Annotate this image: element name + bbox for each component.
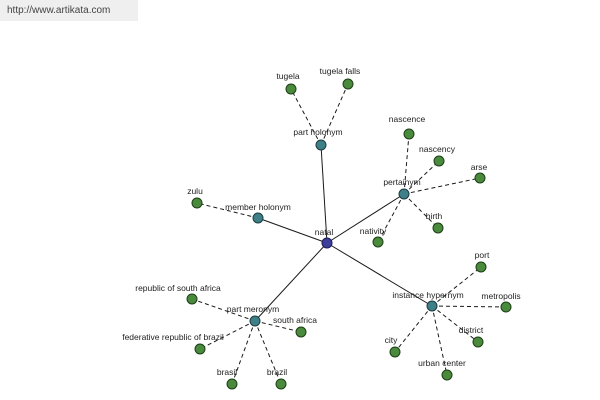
label-nascency: nascency <box>419 144 456 154</box>
label-city: city <box>385 335 399 345</box>
node-instance-hypernym[interactable] <box>426 300 438 312</box>
node-pertainym[interactable] <box>398 188 410 200</box>
edge-pertainym-birth <box>403 193 439 229</box>
label-part-meronym: part meronym <box>227 304 279 314</box>
website-url-watermark: http://www.artikata.com <box>0 0 138 21</box>
node-natal[interactable] <box>321 237 333 249</box>
node-nascence[interactable] <box>403 128 415 140</box>
node-part-holonym[interactable] <box>315 139 327 151</box>
label-pertainym: pertainym <box>383 177 420 187</box>
edge-instance-hypernym-metropolis <box>431 305 507 308</box>
label-member-holonym: member holonym <box>225 202 291 212</box>
edge-part-meronym-federative-republic-of-brazil <box>199 320 256 350</box>
label-republic-of-south-africa: republic of south africa <box>135 283 221 293</box>
label-brasil: brasil <box>217 367 237 377</box>
label-birth: birth <box>426 211 443 221</box>
node-metropolis[interactable] <box>500 301 512 313</box>
edge-pertainym-arse <box>403 177 481 195</box>
edge-instance-hypernym-urban-center <box>431 305 448 376</box>
label-arse: arse <box>471 162 488 172</box>
node-arse[interactable] <box>474 172 486 184</box>
edge-pertainym-nascence <box>403 133 410 195</box>
edge-member-holonym-zulu <box>196 202 259 219</box>
node-tugela[interactable] <box>285 83 297 95</box>
label-natal: natal <box>315 227 334 237</box>
label-district: district <box>459 325 484 335</box>
label-tugela: tugela <box>276 71 299 81</box>
label-south-africa: south africa <box>273 315 317 325</box>
node-member-holonym[interactable] <box>252 212 264 224</box>
edge-pertainym-nascency <box>403 160 440 195</box>
node-nascency[interactable] <box>433 155 445 167</box>
label-federative-republic-of-brazil: federative republic of brazil <box>122 332 224 342</box>
node-nativity[interactable] <box>372 236 384 248</box>
node-brazil[interactable] <box>275 378 287 390</box>
node-urban-center[interactable] <box>441 369 453 381</box>
node-birth[interactable] <box>432 222 444 234</box>
node-city[interactable] <box>389 346 401 358</box>
node-tugela-falls[interactable] <box>342 78 354 90</box>
edge-instance-hypernym-district <box>431 305 479 343</box>
edge-part-meronym-brazil <box>254 320 282 385</box>
edge-natal-instance-hypernym <box>326 242 433 307</box>
label-metropolis: metropolis <box>481 291 520 301</box>
label-nascence: nascence <box>389 114 426 124</box>
node-district[interactable] <box>472 336 484 348</box>
edge-part-holonym-tugela <box>290 88 322 146</box>
label-urban-center: urban center <box>418 358 466 368</box>
node-brasil[interactable] <box>226 378 238 390</box>
label-instance-hypernym: instance hypernym <box>392 290 463 300</box>
node-port[interactable] <box>475 261 487 273</box>
label-brazil: brazil <box>267 367 287 377</box>
edge-natal-member-holonym <box>257 217 328 244</box>
edge-natal-part-holonym <box>320 144 328 244</box>
edge-natal-pertainym <box>326 193 405 244</box>
edge-instance-hypernym-city <box>394 305 433 353</box>
edge-natal-part-meronym <box>254 242 328 322</box>
node-part-meronym[interactable] <box>249 315 261 327</box>
label-tugela-falls: tugela falls <box>320 66 361 76</box>
label-port: port <box>475 250 490 260</box>
node-south-africa[interactable] <box>295 326 307 338</box>
label-part-holonym: part holonym <box>293 127 342 137</box>
node-zulu[interactable] <box>191 197 203 209</box>
node-federative-republic-of-brazil[interactable] <box>194 343 206 355</box>
edge-part-meronym-south-africa <box>254 320 302 333</box>
edge-pertainym-nativity <box>377 193 405 243</box>
label-zulu: zulu <box>187 186 203 196</box>
node-republic-of-south-africa[interactable] <box>186 293 198 305</box>
edge-instance-hypernym-port <box>431 266 482 307</box>
label-nativity: nativity <box>360 226 387 236</box>
